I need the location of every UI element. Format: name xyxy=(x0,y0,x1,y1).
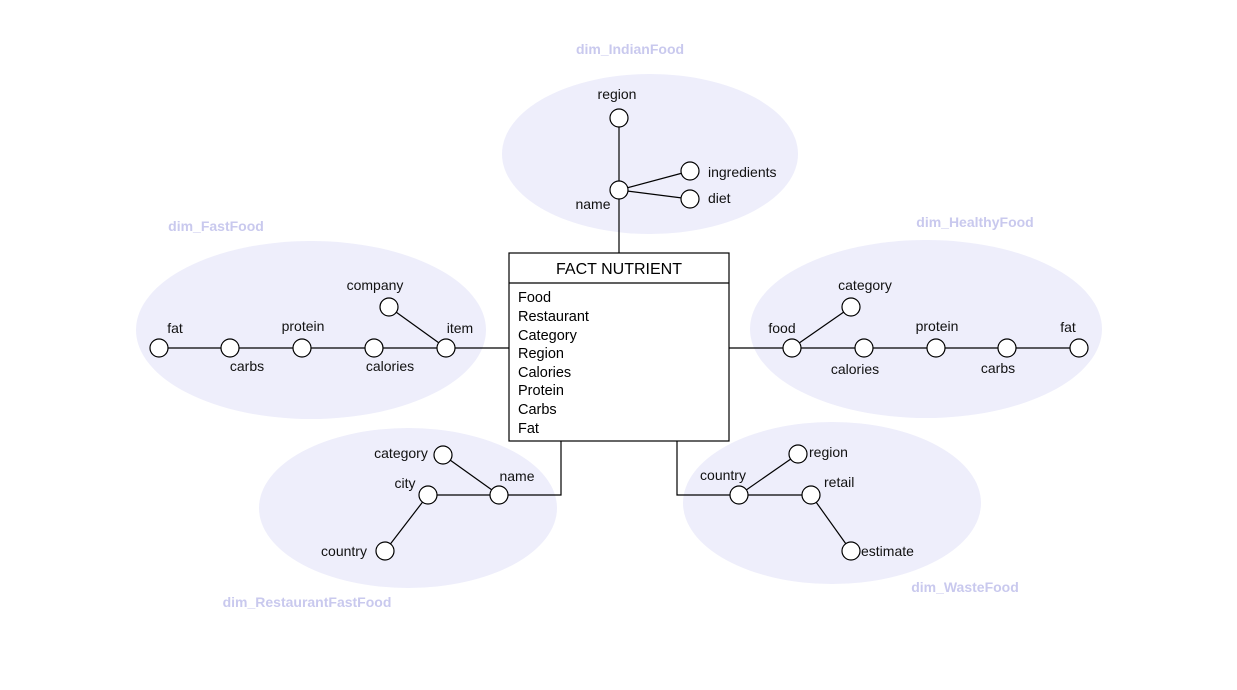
dim-title-restaurant-fast-food: dim_RestaurantFastFood xyxy=(223,594,392,610)
fact-row: Fat xyxy=(518,421,539,437)
edge-waste-country-region xyxy=(738,453,799,496)
label-fastfood-calories: calories xyxy=(366,358,414,374)
fact-row: Restaurant xyxy=(518,309,589,325)
dim-title-waste-food: dim_WasteFood xyxy=(911,579,1019,595)
node-fastfood-calories xyxy=(364,338,384,358)
label-indian-diet: diet xyxy=(708,190,731,206)
node-fastfood-fat xyxy=(149,338,169,358)
node-fastfood-protein xyxy=(292,338,312,358)
label-fastfood-fat: fat xyxy=(167,320,183,336)
label-restaurant-category: category xyxy=(374,445,428,461)
node-indian-ingredients xyxy=(680,161,700,181)
label-fastfood-company: company xyxy=(347,277,404,293)
node-healthy-carbs xyxy=(997,338,1017,358)
edge-restaurant-category-name xyxy=(442,454,500,496)
fact-table xyxy=(508,252,730,442)
edge-fastfood-company-item xyxy=(388,306,447,349)
node-fastfood-company xyxy=(379,297,399,317)
node-fastfood-item xyxy=(436,338,456,358)
edge-indian-name-ingredients xyxy=(618,170,691,191)
edge-waste-retail-estimate xyxy=(810,494,852,552)
node-restaurant-country xyxy=(375,541,395,561)
node-restaurant-category xyxy=(433,445,453,465)
node-restaurant-city xyxy=(418,485,438,505)
label-healthy-fat: fat xyxy=(1060,319,1076,335)
label-healthy-calories: calories xyxy=(831,361,879,377)
dim-title-indian-food: dim_IndianFood xyxy=(576,41,684,57)
fact-row: Protein xyxy=(518,383,564,399)
label-waste-country: country xyxy=(700,467,746,483)
fact-row: Region xyxy=(518,346,564,362)
label-healthy-carbs: carbs xyxy=(981,360,1015,376)
label-indian-region: region xyxy=(598,86,637,102)
fact-table-title: FACT NUTRIENT xyxy=(556,261,682,278)
cluster-restaurant-fast-food xyxy=(259,428,557,588)
node-healthy-food xyxy=(782,338,802,358)
cluster-healthy-food xyxy=(750,240,1102,418)
label-healthy-protein: protein xyxy=(916,318,959,334)
label-fastfood-item: item xyxy=(447,320,473,336)
node-waste-retail xyxy=(801,485,821,505)
cluster-indian-food xyxy=(502,74,798,234)
fact-row: Food xyxy=(518,290,551,306)
label-healthy-food: food xyxy=(768,320,795,336)
node-indian-diet xyxy=(680,189,700,209)
node-indian-region xyxy=(609,108,629,128)
label-indian-ingredients: ingredients xyxy=(708,164,777,180)
cluster-waste-food xyxy=(683,422,981,584)
edge-waste-to-fact xyxy=(676,441,739,496)
label-indian-name: name xyxy=(575,196,610,212)
dim-title-fast-food: dim_FastFood xyxy=(168,218,264,234)
label-fastfood-carbs: carbs xyxy=(230,358,264,374)
label-fastfood-protein: protein xyxy=(282,318,325,334)
edge-restaurant-city-country xyxy=(384,494,429,552)
edge-healthy-food-category xyxy=(791,306,852,349)
label-restaurant-name: name xyxy=(499,468,534,484)
label-waste-region: region xyxy=(809,444,848,460)
cluster-fast-food xyxy=(136,241,486,419)
fact-row: Category xyxy=(518,328,578,344)
edge-indian-name-diet xyxy=(618,189,691,200)
edge-restaurant-to-fact xyxy=(499,441,562,496)
node-healthy-calories xyxy=(854,338,874,358)
node-waste-country xyxy=(729,485,749,505)
node-indian-name xyxy=(609,180,629,200)
node-healthy-category xyxy=(841,297,861,317)
node-restaurant-name xyxy=(489,485,509,505)
node-healthy-protein xyxy=(926,338,946,358)
label-restaurant-city: city xyxy=(395,475,416,491)
label-restaurant-country: country xyxy=(321,543,367,559)
fact-row: Calories xyxy=(518,365,571,381)
fact-row: Carbs xyxy=(518,402,557,418)
dim-title-healthy-food: dim_HealthyFood xyxy=(916,214,1033,230)
label-waste-retail: retail xyxy=(824,474,854,490)
label-waste-estimate: estimate xyxy=(861,543,914,559)
label-healthy-category: category xyxy=(838,277,892,293)
node-healthy-fat xyxy=(1069,338,1089,358)
node-waste-region xyxy=(788,444,808,464)
node-waste-estimate xyxy=(841,541,861,561)
node-fastfood-carbs xyxy=(220,338,240,358)
